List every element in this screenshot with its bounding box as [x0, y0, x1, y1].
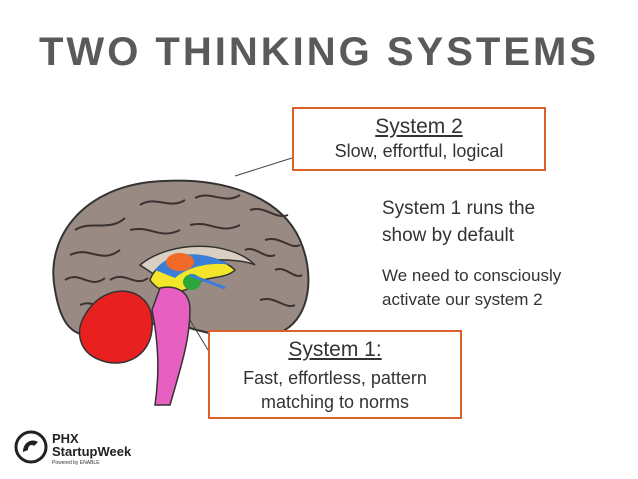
cerebellum [78, 290, 153, 364]
note1-line2: show by default [382, 225, 515, 246]
system2-heading: System 2 [375, 115, 463, 138]
system1-heading: System 1: [288, 338, 382, 361]
note2-line2: activate our system 2 [382, 290, 543, 309]
phx-startupweek-logo: PHX StartupWeek Powered by ENABLE [14, 430, 131, 469]
slide-title: TWO THINKING SYSTEMS [39, 30, 599, 74]
system1-box: System 1: Fast, effortless, pattern matc… [208, 330, 462, 419]
logo-icon [14, 430, 48, 464]
system1-description: Fast, effortless, pattern matching to no… [210, 366, 460, 414]
system2-box: System 2 Slow, effortful, logical [292, 107, 546, 171]
note2-line1: We need to consciously [382, 266, 562, 285]
system2-description: Slow, effortful, logical [334, 141, 504, 161]
system1-description-line2: matching to norms [260, 392, 410, 412]
brain-illustration [52, 179, 310, 406]
logo-line1: PHX [52, 431, 79, 446]
thalamus [166, 253, 194, 271]
logo-tagline: Powered by ENABLE [52, 460, 100, 466]
brainstem [151, 286, 191, 406]
system1-description-line1: Fast, effortless, pattern [243, 368, 427, 388]
note-system1-default: System 1 runs the show by default [382, 195, 535, 249]
note-activate-system2: We need to consciously activate our syst… [382, 264, 561, 312]
note1-line1: System 1 runs the [382, 198, 536, 219]
logo-line2: StartupWeek [52, 444, 132, 459]
